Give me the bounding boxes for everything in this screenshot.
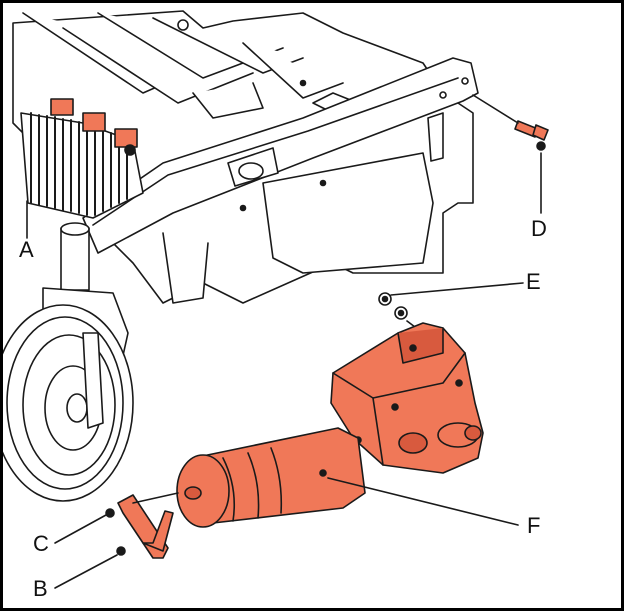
washer-icon <box>378 282 524 334</box>
callout-e: E <box>526 269 541 294</box>
gear-motor-icon <box>176 322 519 528</box>
callout-b: B <box>33 576 48 601</box>
caster-wheel-icon <box>3 304 134 502</box>
bracket-clip-icon <box>54 492 179 589</box>
callout-c: C <box>33 531 49 556</box>
callout-f: F <box>527 513 541 538</box>
callout-a: A <box>19 237 34 262</box>
bolt-icon <box>472 94 549 214</box>
callout-d: D <box>531 216 547 241</box>
battery-pack-icon <box>20 98 144 219</box>
exploded-assembly-drawing <box>3 10 549 589</box>
